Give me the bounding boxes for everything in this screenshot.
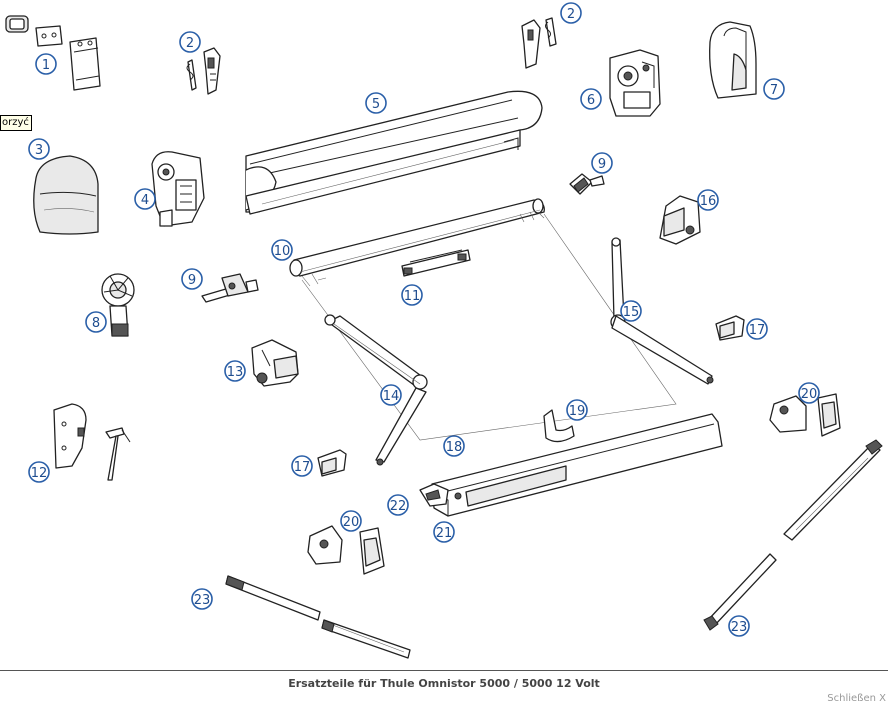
svg-text:9: 9 [188, 273, 196, 288]
part-7-cover [709, 21, 757, 99]
svg-text:23: 23 [194, 593, 211, 608]
callout-19: 19 [566, 399, 588, 421]
tooltip: orzyć [0, 115, 32, 131]
part-1-brackets [5, 15, 101, 91]
callout-17-right: 17 [746, 318, 768, 340]
callout-12: 12 [28, 461, 50, 483]
svg-text:23: 23 [731, 620, 748, 635]
caption-divider [0, 670, 888, 671]
svg-text:18: 18 [446, 440, 463, 455]
part-17-clip-right [715, 315, 745, 341]
part-4-gear-motor [151, 151, 205, 227]
callout-22: 22 [387, 494, 409, 516]
svg-text:22: 22 [390, 499, 407, 514]
part-6-motor-unit [609, 49, 661, 117]
callout-20-right: 20 [798, 382, 820, 404]
callout-2-right: 2 [560, 2, 582, 24]
svg-text:13: 13 [227, 365, 244, 380]
part-2-clips-right [521, 17, 557, 69]
callout-6: 6 [580, 88, 602, 110]
svg-text:19: 19 [569, 404, 586, 419]
part-15-folding-arm-right [610, 237, 714, 385]
svg-text:6: 6 [587, 93, 595, 108]
part-20-end-piece-left [307, 525, 385, 575]
part-20-end-piece-right [769, 393, 841, 437]
part-3-end-cap [33, 155, 99, 235]
part-12-wall-bracket [53, 403, 131, 481]
callout-3: 3 [28, 138, 50, 160]
svg-text:2: 2 [186, 36, 194, 51]
callout-9-top: 9 [591, 152, 613, 174]
svg-text:15: 15 [623, 305, 640, 320]
svg-text:7: 7 [770, 83, 778, 98]
callout-16: 16 [697, 189, 719, 211]
svg-text:20: 20 [343, 515, 360, 530]
diagram-caption: Ersatzteile für Thule Omnistor 5000 / 50… [288, 677, 600, 690]
close-link[interactable]: Schließen X [827, 693, 886, 704]
callout-21: 21 [433, 521, 455, 543]
svg-text:17: 17 [294, 460, 311, 475]
callout-18: 18 [443, 435, 465, 457]
svg-text:16: 16 [700, 194, 717, 209]
svg-text:14: 14 [383, 389, 400, 404]
svg-text:3: 3 [35, 143, 43, 158]
part-22-end-cap [419, 483, 449, 507]
callout-9-left: 9 [181, 268, 203, 290]
svg-text:9: 9 [598, 157, 606, 172]
callout-20-left: 20 [340, 510, 362, 532]
callout-11: 11 [401, 284, 423, 306]
part-14-folding-arm-left [324, 314, 428, 466]
svg-text:8: 8 [92, 316, 100, 331]
part-9-connector-left [201, 273, 259, 303]
callout-23-left: 23 [191, 588, 213, 610]
exploded-parts-diagram: 1 2 2 3 4 5 6 7 8 9 9 10 11 12 13 14 15 … [5, 2, 883, 659]
svg-text:1: 1 [42, 58, 50, 73]
part-17-clip-left [317, 449, 347, 477]
svg-text:17: 17 [749, 323, 766, 338]
part-10-roller-tube [289, 198, 545, 287]
part-9-knob-top [569, 173, 605, 195]
callout-17-left: 17 [291, 455, 313, 477]
callout-2-left: 2 [179, 31, 201, 53]
part-5-cassette-housing [245, 90, 543, 215]
svg-text:4: 4 [141, 193, 149, 208]
callout-5: 5 [365, 92, 387, 114]
callout-15: 15 [620, 300, 642, 322]
callout-13: 13 [224, 360, 246, 382]
svg-text:12: 12 [31, 466, 48, 481]
callout-4: 4 [134, 188, 156, 210]
part-11-bar [401, 249, 471, 277]
svg-text:21: 21 [436, 526, 453, 541]
part-13-arm-bracket [251, 339, 299, 387]
part-16-bracket [659, 195, 701, 245]
part-19-hook [543, 409, 575, 443]
part-2-clips-left [186, 47, 221, 95]
svg-text:2: 2 [567, 7, 575, 22]
part-23-support-leg-bottom [225, 575, 411, 659]
part-23-support-leg-right [703, 439, 883, 631]
callout-8: 8 [85, 311, 107, 333]
svg-text:20: 20 [801, 387, 818, 402]
part-21-front-profile [431, 413, 723, 517]
callout-14: 14 [380, 384, 402, 406]
svg-text:5: 5 [372, 97, 380, 112]
svg-text:11: 11 [404, 289, 421, 304]
part-8-crank-eye [101, 273, 135, 337]
callout-7: 7 [763, 78, 785, 100]
callout-23-right: 23 [728, 615, 750, 637]
callout-1: 1 [35, 53, 57, 75]
svg-text:10: 10 [274, 244, 291, 259]
callout-10: 10 [271, 239, 293, 261]
